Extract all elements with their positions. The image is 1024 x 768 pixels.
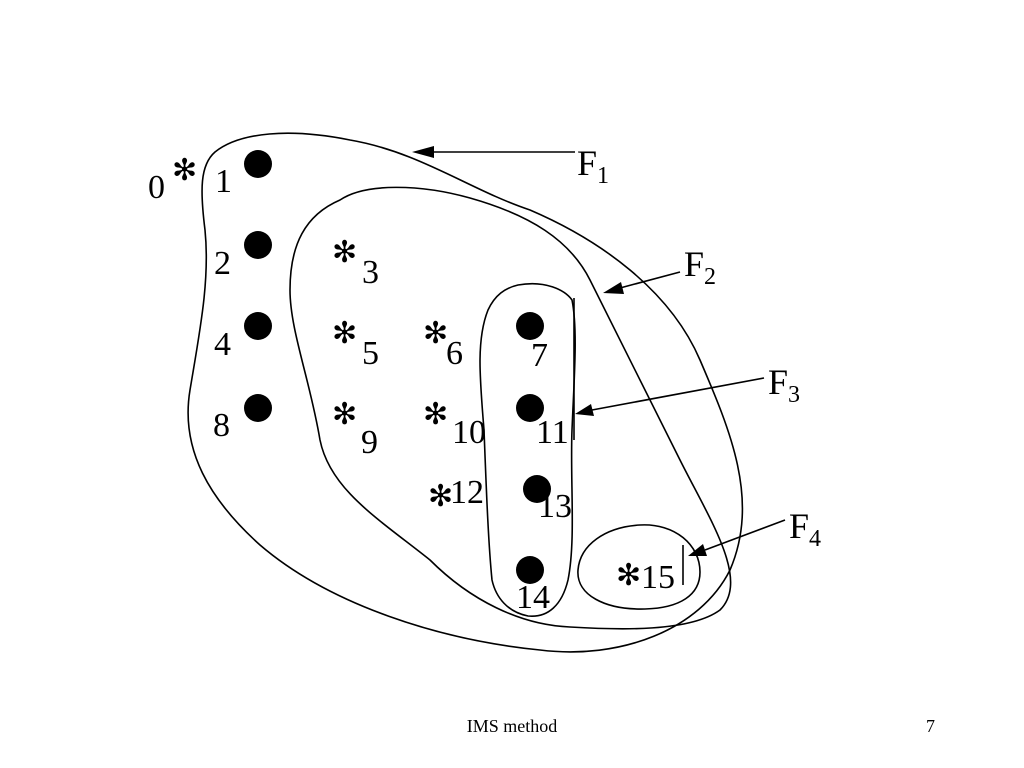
node-label-15: 15 [641,559,675,596]
star-marker-12: ✻ [428,479,453,514]
star-marker-6: ✻ [423,316,448,351]
node-label-4: 4 [214,326,231,363]
star-marker-0: ✻ [172,153,197,188]
node-label-3: 3 [362,254,379,291]
node-label-5: 5 [362,335,379,372]
region-f4-boundary [577,524,701,610]
node-label-0: 0 [148,169,165,206]
dot-marker-8 [244,394,272,422]
region-f2-boundary [289,186,732,630]
node-label-6: 6 [446,335,463,372]
dot-marker-1 [244,150,272,178]
dot-marker-14 [516,556,544,584]
node-label-2: 2 [214,245,231,282]
node-label-11: 11 [536,414,569,451]
f4-arrow [704,519,786,551]
f2-arrow [619,271,681,289]
star-marker-15: ✻ [616,558,641,593]
star-marker-5: ✻ [332,316,357,351]
f3-arrow [591,377,765,411]
node-label-7: 7 [531,337,548,374]
f4-arrowhead [688,544,707,556]
f3-arrowhead [575,404,594,416]
star-marker-10: ✻ [423,397,448,432]
node-label-14: 14 [516,579,550,616]
node-label-8: 8 [213,407,230,444]
dot-marker-7 [516,312,544,340]
f3-label: F3 [768,362,800,408]
region-f3-boundary [479,282,576,617]
dot-marker-11 [516,394,544,422]
node-label-13: 13 [538,488,572,525]
star-marker-3: ✻ [332,235,357,270]
dot-marker-4 [244,312,272,340]
f2-label: F2 [684,244,716,290]
dot-marker-13 [523,475,551,503]
node-label-9: 9 [361,424,378,461]
star-marker-9: ✻ [332,397,357,432]
page-number: 7 [926,716,935,736]
node-label-12: 12 [450,474,484,511]
node-label-1: 1 [215,163,232,200]
dot-marker-2 [244,231,272,259]
footer-title: IMS method [466,716,558,736]
node-label-10: 10 [452,414,486,451]
f1-label: F1 [577,143,609,189]
f2-arrowhead [603,282,624,294]
f1-arrowhead [412,146,434,158]
f4-label: F4 [789,506,821,552]
